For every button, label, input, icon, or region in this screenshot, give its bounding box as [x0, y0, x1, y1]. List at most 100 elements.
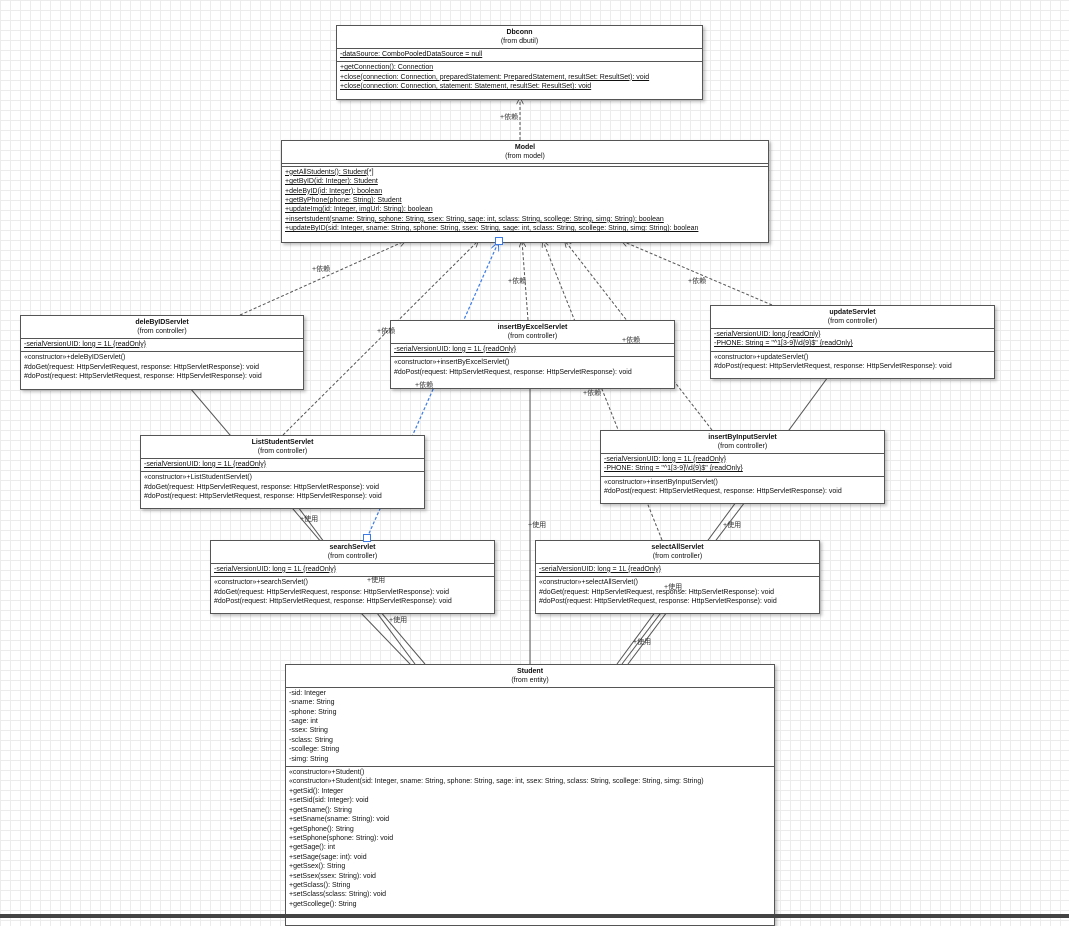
usage-selectall-student[interactable]: [627, 611, 668, 665]
class-operation: «constructor»+insertByExcelServlet(): [394, 359, 510, 367]
class-operation: «constructor»+ListStudentServlet(): [144, 474, 252, 482]
class-update[interactable]: updateServlet(from controller)-serialVer…: [710, 305, 995, 379]
class-student[interactable]: Student (from entity) -sid: Integer -sname:…: [285, 664, 775, 926]
usage-label: +使用: [664, 584, 683, 591]
class-selectall[interactable]: selectAllServlet(from controller)-serial…: [535, 540, 820, 614]
class-operation: +setSphone(sphone: String): void: [289, 834, 394, 842]
dependency-search-model[interactable]: [366, 243, 498, 539]
connector-endpoint-handle[interactable]: [363, 534, 371, 542]
dependency-list-model[interactable]: [282, 241, 478, 436]
class-operation: +deleByID(id: Integer): boolean: [285, 187, 383, 195]
connector-endpoint-handle[interactable]: [495, 237, 503, 245]
class-package: (from controller): [507, 333, 558, 341]
class-attribute: -sage: int: [289, 718, 318, 726]
dependency-update-model[interactable]: [622, 241, 773, 306]
class-operation: #doPost(request: HttpServletRequest, res…: [214, 598, 452, 606]
class-model[interactable]: Model (from model) +getAllStudents(): Stud…: [281, 140, 769, 243]
class-operation: «constructor»+searchServlet(): [214, 579, 308, 587]
class-name: selectAllServlet: [651, 544, 704, 551]
dependency-label: +依赖: [415, 382, 434, 389]
class-name: searchServlet: [329, 544, 376, 551]
attribute-compartment: -serialVersionUID: long = 1L {readOnly}: [141, 459, 424, 473]
class-excel[interactable]: insertByExcelServlet(from controller)-se…: [390, 320, 675, 389]
class-operation: «constructor»+insertByInputServlet(): [604, 478, 718, 486]
attribute-compartment: -dataSource: ComboPooledDataSource = nul…: [337, 49, 702, 63]
operation-compartment: «constructor»+insertByExcelServlet()#doP…: [391, 357, 674, 379]
class-header: selectAllServlet(from controller): [536, 541, 819, 564]
class-attribute: -sname: String: [289, 699, 335, 707]
class-attribute: -scollege: String: [289, 746, 340, 754]
class-operation: +getSclass(): String: [289, 881, 351, 889]
class-package: (from controller): [827, 318, 878, 326]
class-dbconn[interactable]: Dbconn(from dbutil)-dataSource: ComboPoo…: [336, 25, 703, 100]
attribute-compartment: -serialVersionUID: long {readOnly}-PHONE…: [711, 329, 994, 352]
usage-label: +使用: [389, 617, 408, 624]
class-operation: #doGet(request: HttpServletRequest, resp…: [214, 588, 450, 596]
class-package: (from model): [505, 153, 545, 161]
attribute-compartment: -serialVersionUID: long = 1L {readOnly}-…: [601, 454, 884, 477]
operation-compartment: +getConnection(): Connection+close(conne…: [337, 62, 702, 93]
dependency-label: +依赖: [508, 278, 527, 285]
class-package: (from dbutil): [500, 38, 539, 46]
attribute-compartment: -sid: Integer-sname: String-sphone: Stri…: [286, 688, 774, 768]
operation-compartment: «constructor»+selectAllServlet()#doGet(r…: [536, 577, 819, 608]
dependency-label: +依赖: [622, 337, 641, 344]
operation-compartment: «constructor»+ListStudentServlet()#doGet…: [141, 472, 424, 503]
class-name: insertByExcelServlet: [497, 324, 568, 331]
class-name: Student: [516, 668, 544, 675]
class-operation: #doGet(request: HttpServletRequest, resp…: [24, 363, 260, 371]
class-package: (from controller): [717, 443, 768, 451]
class-operation: #doGet(request: HttpServletRequest, resp…: [539, 588, 775, 596]
class-attribute: -sid: Integer: [289, 689, 326, 697]
class-header: ListStudentServlet(from controller): [141, 436, 424, 459]
class-attribute: -serialVersionUID: long = 1L {readOnly}: [539, 565, 662, 573]
class-attribute: -serialVersionUID: long = 1L {readOnly}: [144, 460, 267, 468]
class-operation: #doPost(request: HttpServletRequest, res…: [604, 488, 842, 496]
usage-label: +使用: [633, 639, 652, 646]
usage-label: +使用: [367, 577, 386, 584]
operation-compartment: «constructor»+deleByIDServlet()#doGet(re…: [21, 352, 303, 383]
class-operation: +getSname(): String: [289, 806, 352, 814]
class-operation: #doPost(request: HttpServletRequest, res…: [714, 363, 952, 371]
usage-search-student[interactable]: [359, 611, 411, 665]
class-attribute: -PHONE: String = "^1[3-9]\\d{9}$" {readO…: [604, 465, 743, 473]
class-header: deleByIDServlet(from controller): [21, 316, 303, 339]
class-operation: +insertstudent(sname: String, sphone: St…: [285, 215, 664, 223]
usage-update-student[interactable]: [616, 376, 829, 665]
class-header: Model (from model): [282, 141, 768, 164]
usage-dele-student[interactable]: [189, 387, 426, 665]
class-attribute: -ssex: String: [289, 727, 328, 735]
class-operation: #doPost(request: HttpServletRequest, res…: [394, 368, 632, 376]
bottom-edge: [0, 914, 1069, 918]
class-list[interactable]: ListStudentServlet(from controller)-seri…: [140, 435, 425, 509]
class-operation: +updateByID(sid: Integer, sname: String,…: [285, 225, 699, 233]
operation-compartment: +getAllStudents(): Student[*]+getByID(id…: [282, 167, 768, 236]
class-package: (from controller): [137, 328, 187, 336]
class-package: (from entity): [511, 677, 549, 685]
class-attribute: -simg: String: [289, 755, 329, 763]
class-input[interactable]: insertByInputServlet(from controller)-se…: [600, 430, 885, 504]
class-operation: +setSname(sname: String): void: [289, 816, 390, 824]
class-operation: +setSid(sid: Integer): void: [289, 797, 369, 805]
class-operation: +getSphone(): String: [289, 825, 354, 833]
class-name: Model: [514, 144, 536, 151]
class-dele[interactable]: deleByIDServlet(from controller)-serialV…: [20, 315, 304, 390]
class-package: (from controller): [327, 553, 378, 561]
dependency-label: +依赖: [312, 266, 331, 273]
class-operation: «constructor»+Student(): [289, 769, 365, 777]
dependency-selectall-model[interactable]: [543, 241, 663, 541]
class-name: ListStudentServlet: [251, 439, 314, 446]
class-operation: «constructor»+deleByIDServlet(): [24, 354, 126, 362]
class-attribute: -serialVersionUID: long = 1L {readOnly}: [24, 340, 147, 348]
class-operation: «constructor»+updateServlet(): [714, 353, 809, 361]
operation-compartment: «constructor»+searchServlet()#doGet(requ…: [211, 577, 494, 608]
class-operation: +getSsex(): String: [289, 863, 346, 871]
dependency-label: +依赖: [377, 328, 396, 335]
class-search[interactable]: searchServlet(from controller)-serialVer…: [210, 540, 495, 614]
operation-compartment: «constructor»+insertByInputServlet() #doP…: [601, 477, 884, 499]
usage-label: +使用: [528, 522, 547, 529]
dependency-dele-model[interactable]: [239, 241, 405, 316]
attribute-compartment: [282, 164, 768, 167]
dependency-excel-model[interactable]: [522, 241, 529, 321]
